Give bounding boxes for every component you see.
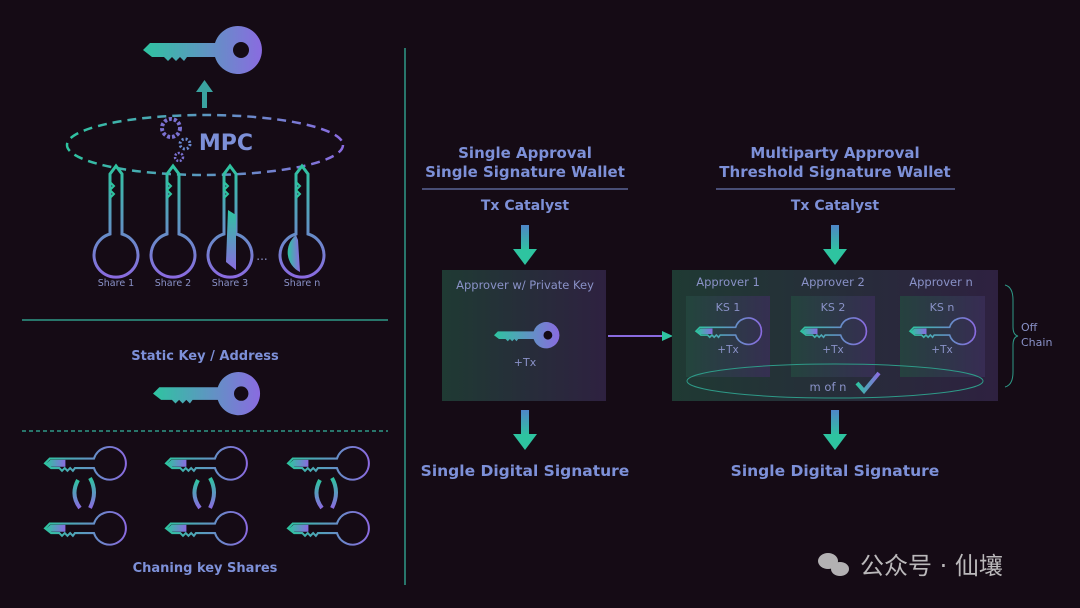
- approver-1: Approver 1 KS 1 +Tx: [686, 275, 770, 377]
- single-signature-result: Single Digital Signature: [421, 462, 630, 480]
- combined-key-icon: [143, 26, 262, 74]
- down-arrow-icon: [513, 225, 537, 265]
- tx-label: +Tx: [717, 344, 738, 356]
- approver-name: Approver 2: [801, 275, 865, 289]
- swap-arrow-icon: [314, 479, 324, 510]
- watermark: 公众号 · 仙壤: [818, 552, 1003, 580]
- approver-label: Approver w/ Private Key: [456, 278, 594, 292]
- share-key-icon: [278, 164, 326, 279]
- static-key-icon: [153, 372, 261, 416]
- gears-icon: [160, 117, 192, 163]
- down-arrow-icon: [823, 410, 847, 450]
- changing-shares: [43, 445, 370, 546]
- key-share-icon: [43, 510, 127, 546]
- watermark-text: 公众号 · 仙壤: [860, 552, 1003, 580]
- up-arrow-icon: [196, 80, 213, 108]
- threshold-ellipse: [686, 363, 984, 399]
- share-label: Share n: [284, 278, 320, 289]
- mpc-ellipse: [65, 113, 345, 177]
- share-label: Share 1: [98, 278, 134, 289]
- share-keys: ... Share 1 Share 2 Share 3 Share n: [92, 164, 326, 289]
- tx-catalyst-label: Tx Catalyst: [481, 198, 570, 214]
- key-share-label: KS 2: [821, 301, 846, 314]
- multi-title-2: Threshold Signature Wallet: [719, 163, 950, 181]
- tx-catalyst-label: Tx Catalyst: [791, 198, 880, 214]
- approver-2: Approver 2 KS 2 +Tx: [791, 275, 875, 377]
- share-label: Share 3: [212, 278, 248, 289]
- ellipsis: ...: [256, 249, 267, 263]
- key-share-icon: [164, 510, 248, 546]
- mpc-label: MPC: [199, 131, 253, 156]
- key-share-icon: [43, 445, 127, 481]
- off-chain-label: Off: [1021, 321, 1038, 334]
- share-label: Share 2: [155, 278, 191, 289]
- tx-label: +Tx: [822, 344, 843, 356]
- threshold-signature-column: Multiparty Approval Threshold Signature …: [672, 144, 1052, 480]
- single-title-1: Single Approval: [458, 144, 592, 162]
- multi-title-1: Multiparty Approval: [750, 144, 919, 162]
- key-share-label: KS 1: [716, 301, 741, 314]
- threshold-label: m of n: [810, 380, 847, 394]
- threshold-signature-result: Single Digital Signature: [731, 462, 940, 480]
- static-key-label: Static Key / Address: [131, 349, 279, 364]
- tx-label: +Tx: [931, 344, 952, 356]
- down-arrow-icon: [513, 410, 537, 450]
- tx-label: +Tx: [514, 356, 537, 369]
- mpc-panel: MPC ... Share 1 Share 2 Share 3 Share n …: [22, 26, 388, 576]
- wechat-icon: [818, 553, 849, 576]
- share-key-icon: [149, 164, 197, 279]
- brace: [1004, 284, 1019, 388]
- approver-name: Approver n: [909, 275, 973, 289]
- down-arrow-icon: [823, 225, 847, 265]
- key-share-label: KS n: [930, 301, 955, 314]
- swap-arrow-icon: [72, 479, 82, 510]
- key-share-icon: [286, 445, 370, 481]
- swap-arrow-icon: [192, 479, 202, 510]
- single-signature-column: Single Approval Single Signature Wallet …: [421, 144, 630, 480]
- approver-name: Approver 1: [696, 275, 760, 289]
- changing-shares-label: Chaning key Shares: [133, 561, 278, 576]
- key-share-icon: [286, 510, 370, 546]
- off-chain-label: Chain: [1021, 336, 1052, 349]
- single-title-2: Single Signature Wallet: [425, 163, 625, 181]
- right-arrow-icon: [608, 331, 673, 341]
- approver-n: Approver n KS n +Tx: [900, 275, 985, 377]
- share-key-icon: [92, 164, 140, 279]
- key-share-icon: [164, 445, 248, 481]
- check-icon: [855, 371, 881, 395]
